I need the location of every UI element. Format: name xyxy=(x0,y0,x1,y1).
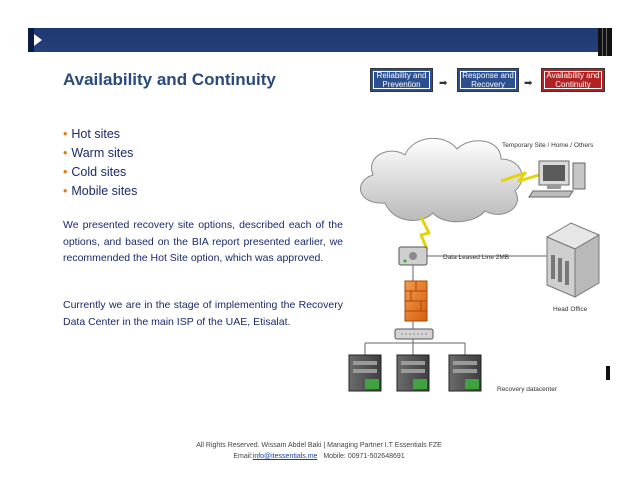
mobile-number: Mobile: 00971-502648691 xyxy=(323,453,405,460)
computer-icon xyxy=(528,160,586,198)
server-icon xyxy=(348,354,382,392)
switch-icon xyxy=(394,328,434,340)
network-diagram: Temporary Site / Home / Others Data Leas… xyxy=(348,137,601,393)
paragraph-recovery-options: We presented recovery site options, desc… xyxy=(63,219,343,264)
server-icon xyxy=(448,354,482,392)
bullet-dot-icon: • xyxy=(63,165,68,179)
paragraph-implementation: Currently we are in the stage of impleme… xyxy=(63,299,343,328)
bullet-dot-icon: • xyxy=(63,184,68,198)
wireless-link-icon xyxy=(500,171,540,183)
footer-contact: Email:info@itessentials.me Mobile: 00971… xyxy=(233,453,405,460)
header-notch xyxy=(34,34,42,46)
firewall-icon xyxy=(404,280,428,322)
router-icon xyxy=(398,246,428,266)
leased-line-label: Data Leased Line 2MB xyxy=(443,254,509,261)
recovery-datacenter-label: Recovery datacenter xyxy=(497,386,558,393)
internet-cloud-icon xyxy=(360,137,523,223)
building-icon xyxy=(545,222,601,298)
header-band-edge xyxy=(28,28,34,52)
temp-site-label: Temporary Site / Home / Others xyxy=(502,142,594,149)
bullet-dot-icon: • xyxy=(63,146,68,160)
footer-copyright: All Rights Reserved. Wissam Abdel Baki |… xyxy=(196,442,442,449)
bullet-dot-icon: • xyxy=(63,127,68,141)
slide-edge-mark xyxy=(606,366,610,380)
head-office-label: Head Office xyxy=(553,306,588,313)
email-link[interactable]: info@itessentials.me xyxy=(252,453,318,460)
server-icon xyxy=(396,354,430,392)
flow-arrow-icon: ➡ xyxy=(524,78,533,89)
wireless-link-icon xyxy=(419,216,431,250)
bullet-item: •Cold sites xyxy=(63,165,127,179)
bullet-item: •Mobile sites xyxy=(63,184,138,198)
header-band xyxy=(28,28,598,52)
flow-arrow-icon: ➡ xyxy=(439,78,448,89)
bullet-list: •Hot sites •Warm sites •Cold sites •Mobi… xyxy=(63,125,137,201)
bullet-item: •Warm sites xyxy=(63,146,134,160)
bullet-item: •Hot sites xyxy=(63,127,121,141)
slide-title: Availability and Continuity xyxy=(63,70,276,89)
slide-edge-bar xyxy=(598,28,612,56)
